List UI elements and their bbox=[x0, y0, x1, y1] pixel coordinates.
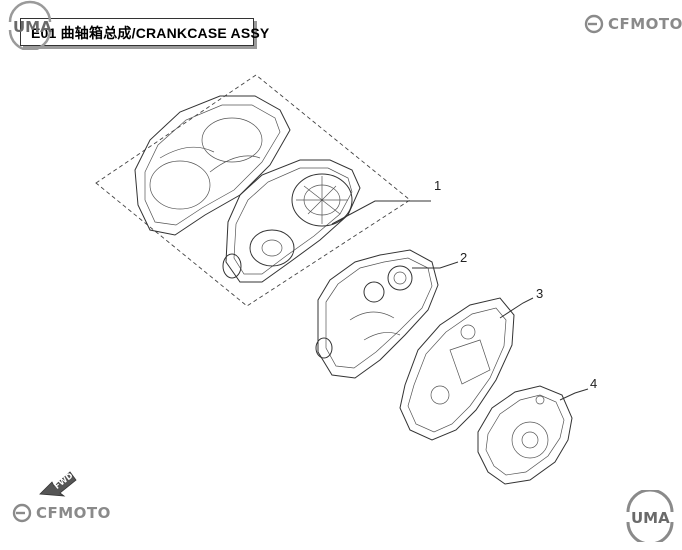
uma-logo-top-left: UMA bbox=[0, 0, 60, 52]
callout-2: 2 bbox=[460, 250, 467, 265]
diagram-title: E01 曲轴箱总成/CRANKCASE ASSY bbox=[31, 25, 270, 41]
fwd-arrow-icon: FWD bbox=[39, 471, 77, 497]
cfmoto-logo-text: CFMOTO bbox=[36, 504, 111, 522]
callout-4: 4 bbox=[590, 376, 597, 391]
inner-cover-part bbox=[222, 159, 361, 283]
side-cover-part bbox=[477, 385, 573, 485]
right-crankcase-part bbox=[399, 297, 515, 441]
cfmoto-mark-icon bbox=[584, 14, 604, 34]
leader-lines bbox=[331, 200, 589, 401]
assembly-dashed-box bbox=[95, 74, 411, 307]
outer-cover-part bbox=[134, 95, 291, 236]
uma-logo-bottom-right: UMA bbox=[622, 488, 678, 546]
uma-logo-text: UMA bbox=[631, 509, 670, 527]
callout-3: 3 bbox=[536, 286, 543, 301]
callout-1: 1 bbox=[434, 178, 441, 193]
uma-logo-text: UMA bbox=[13, 18, 52, 36]
left-crankcase-part bbox=[315, 249, 439, 379]
cfmoto-logo-text: CFMOTO bbox=[608, 15, 682, 33]
title-block: E01 曲轴箱总成/CRANKCASE ASSY bbox=[20, 18, 269, 46]
cfmoto-logo-bottom-left: CFMOTO bbox=[12, 503, 111, 523]
cfmoto-mark-icon bbox=[12, 503, 32, 523]
cfmoto-logo-top-right: CFMOTO bbox=[584, 14, 682, 34]
